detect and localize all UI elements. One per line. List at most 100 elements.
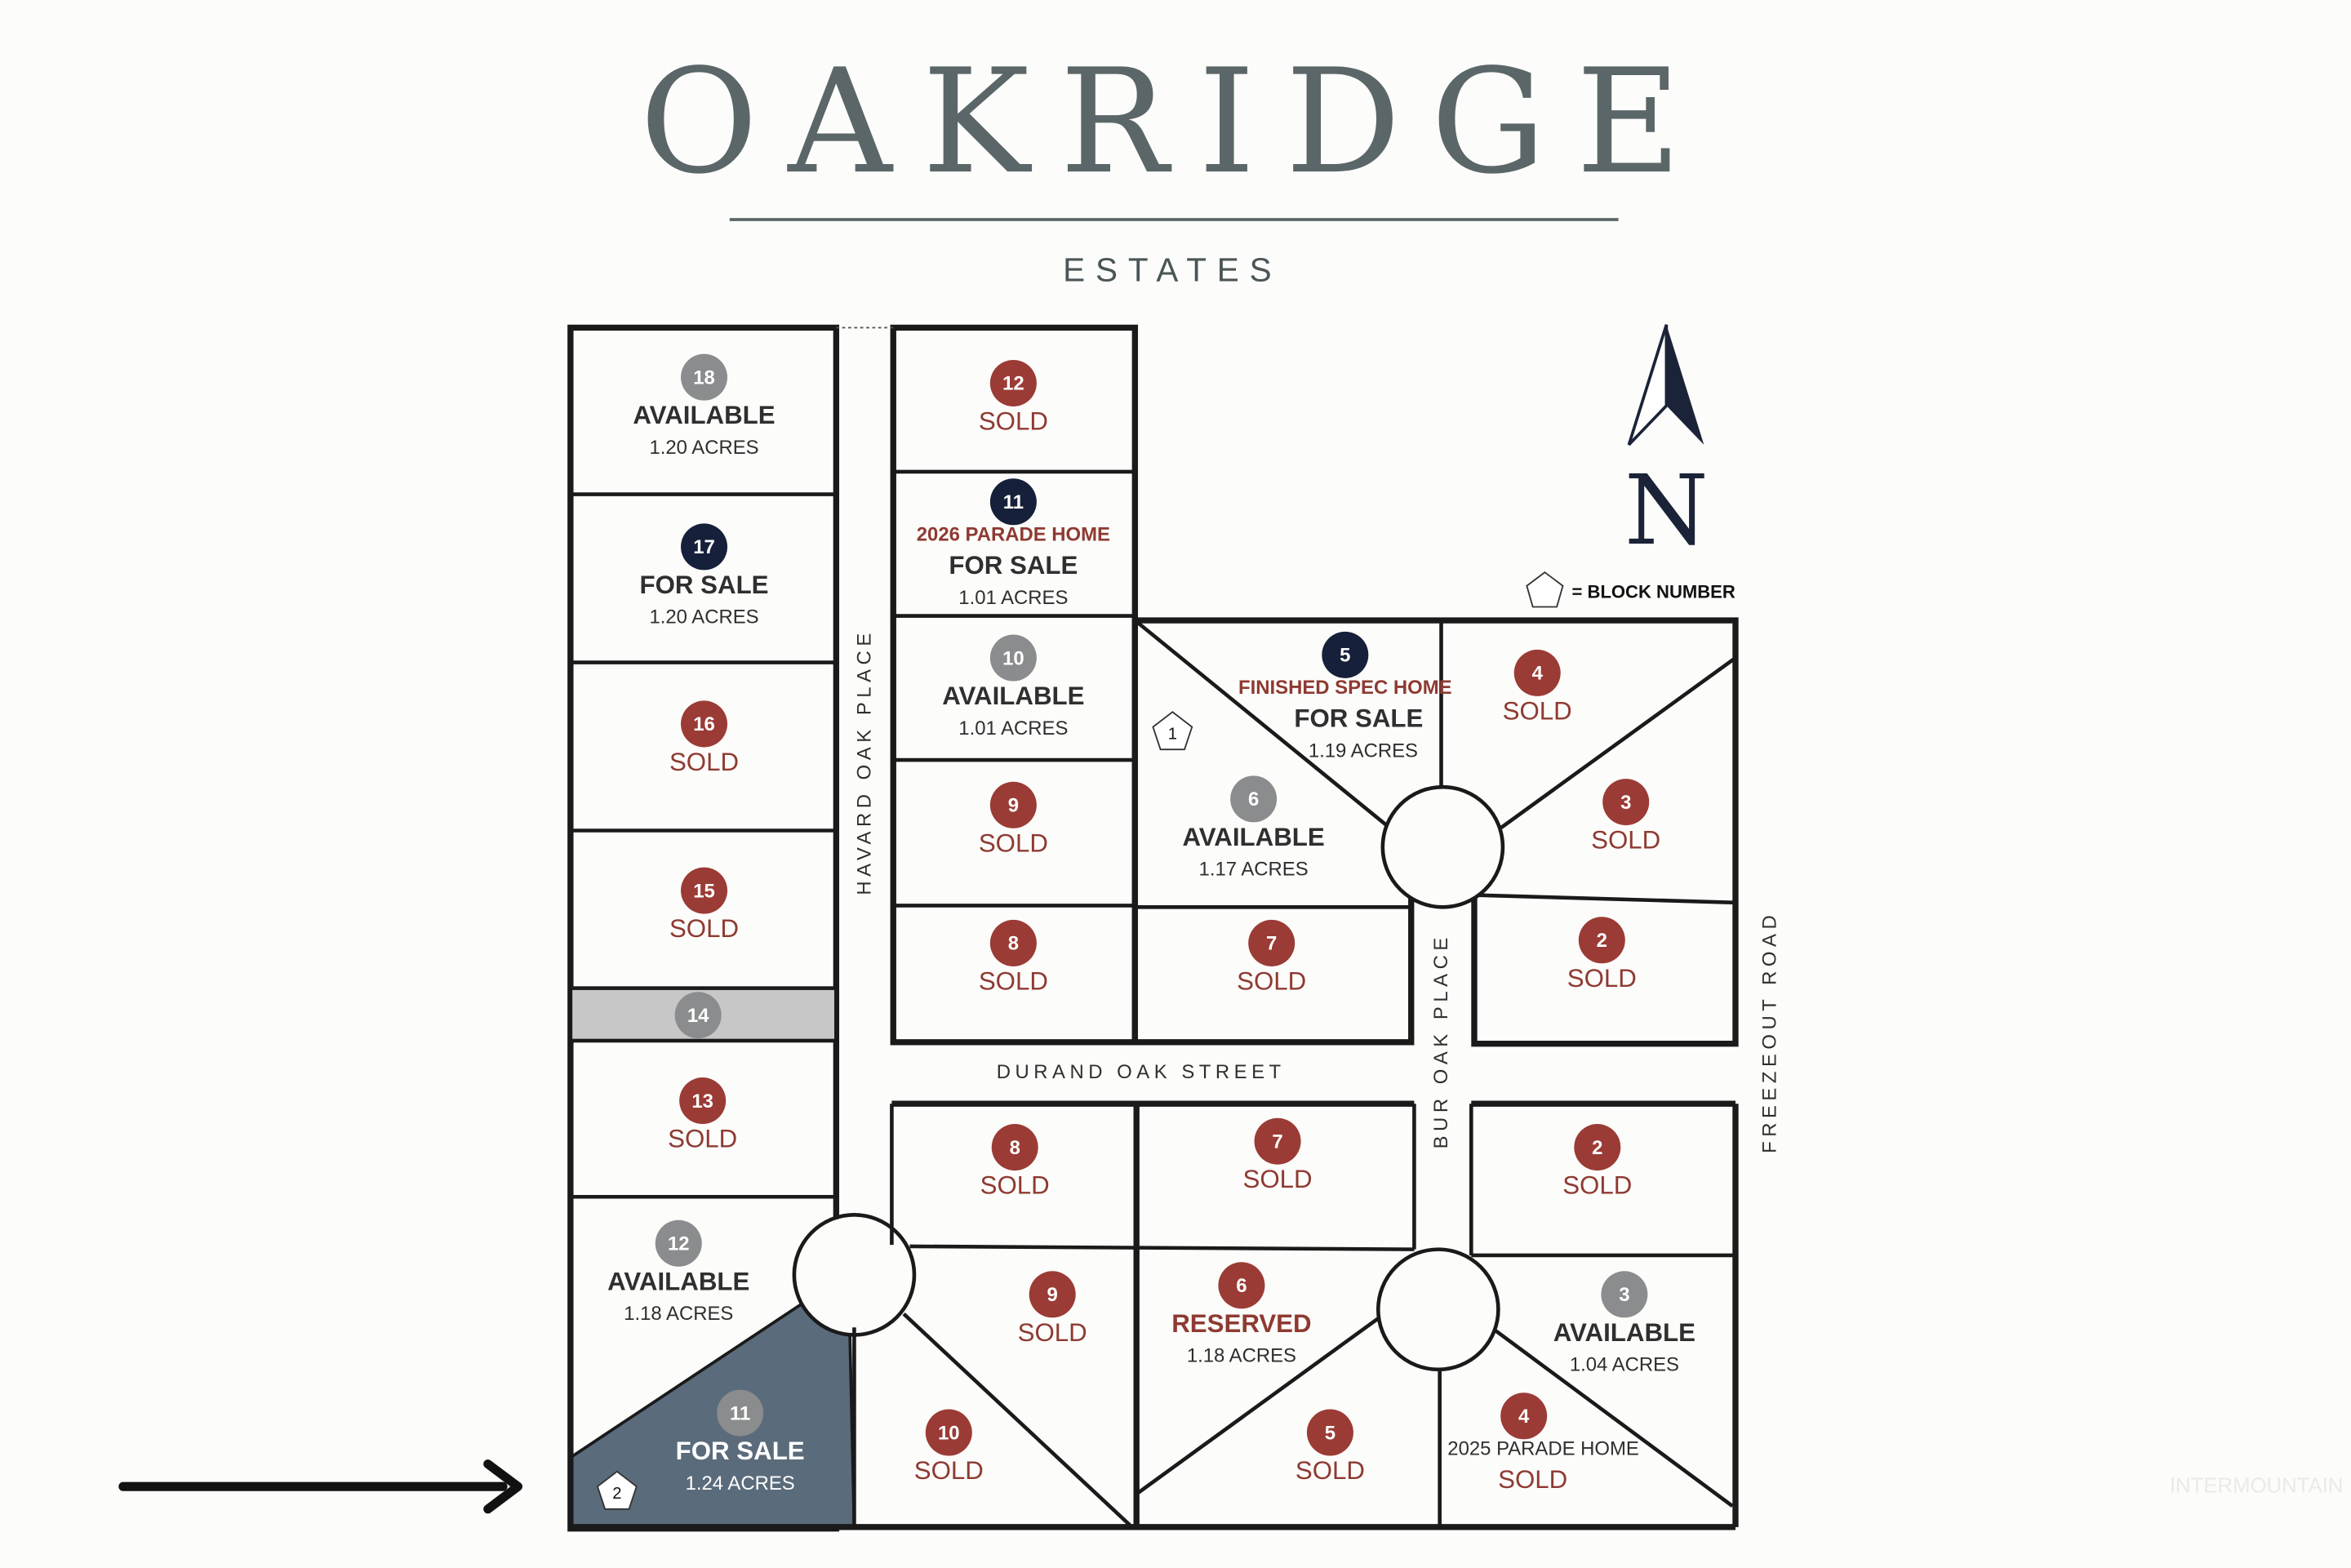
lot-number: 3 [1620,792,1631,814]
watermark: INTERMOUNTAIN [2170,1475,2344,1498]
lot-number: 6 [1248,788,1259,811]
lot-note: FINISHED SPEC HOME [1238,677,1452,699]
lot-number: 2 [1597,930,1607,952]
lot-status: SOLD [1243,1165,1313,1193]
lot-number: 4 [1532,663,1544,685]
block-number-legend-icon [1526,571,1564,608]
lot-number: 6 [1236,1275,1247,1297]
lot-status: SOLD [1295,1456,1365,1485]
lot-number-badge [989,919,1037,966]
lot-acres: 1.19 ACRES [1309,740,1418,762]
lot-number: 12 [1002,373,1024,395]
lot-status: FOR SALE [676,1437,805,1465]
lot-status: SOLD [979,406,1048,435]
cul-de-sac-west [792,1213,917,1337]
lot-status: SOLD [1567,964,1637,993]
lot-number: 10 [1002,647,1024,669]
lot-status: SOLD [1503,696,1572,725]
lot-acres: 1.01 ACRES [958,717,1068,740]
lot-number: 9 [1008,795,1019,817]
lot-number: 17 [693,536,715,558]
block-2-marker: 2 [596,1470,638,1510]
lot-status: SOLD [1237,966,1306,995]
lot-number-badge [989,478,1037,526]
lot-number: 12 [668,1233,690,1255]
lot-11-highlight-parcel[interactable] [570,1303,856,1529]
lot-number: 7 [1272,1130,1282,1153]
lot-status: FOR SALE [640,571,769,599]
lot-status: SOLD [980,1171,1050,1200]
block-2-south [570,1100,1739,1530]
north-arrow-icon [1627,324,1704,446]
street-havard-oak-place: HAVARD OAK PLACE [854,629,876,895]
lot-b2-14[interactable]: 14 [674,992,722,1039]
lot-number: 2 [1592,1137,1602,1159]
lot-number-badge [655,1219,702,1267]
lot-number-badge [681,353,728,401]
page-subtitle: ESTATES [1063,251,1282,288]
lot-status: FOR SALE [1294,704,1423,733]
lot-status: RESERVED [1171,1309,1311,1338]
lot-acres: 1.24 ACRES [686,1472,795,1495]
lot-number-badge [681,700,728,748]
lot-status: AVAILABLE [633,401,775,429]
lot-number: 11 [730,1402,750,1424]
lot-status: SOLD [979,966,1048,995]
lot-number-badge [1254,1117,1301,1165]
lot-number-badge [991,1124,1038,1171]
north-label: N [1624,455,1709,566]
lot-number-badge [681,867,728,914]
lot-number-badge [1578,917,1625,964]
page-title: OAKRIDGE [640,38,1712,206]
lot-number-badge [1218,1262,1265,1309]
lot-status: SOLD [669,914,739,943]
lot-note: 2025 PARADE HOME [1447,1438,1639,1460]
lot-acres: 1.20 ACRES [649,437,758,459]
lot-number: 15 [693,880,715,902]
lot-acres: 1.17 ACRES [1199,859,1309,881]
lot-number-badge [1248,919,1295,966]
lot-number: 5 [1340,645,1350,667]
lot-note: 2026 PARADE HOME [917,524,1110,546]
lot-number-badge [989,634,1037,682]
pointer-arrow-icon [118,1459,522,1514]
lot-acres: 1.01 ACRES [958,587,1068,609]
street-freezeout-road: FREEZEOUT ROAD [1759,911,1781,1153]
lot-number: 16 [693,713,715,735]
lot-number-badge [1513,649,1561,696]
lot-number-badge [1574,1124,1621,1171]
lot-number-badge [1602,779,1650,826]
lot-number-badge [925,1409,972,1456]
lot-number: 13 [691,1090,713,1113]
